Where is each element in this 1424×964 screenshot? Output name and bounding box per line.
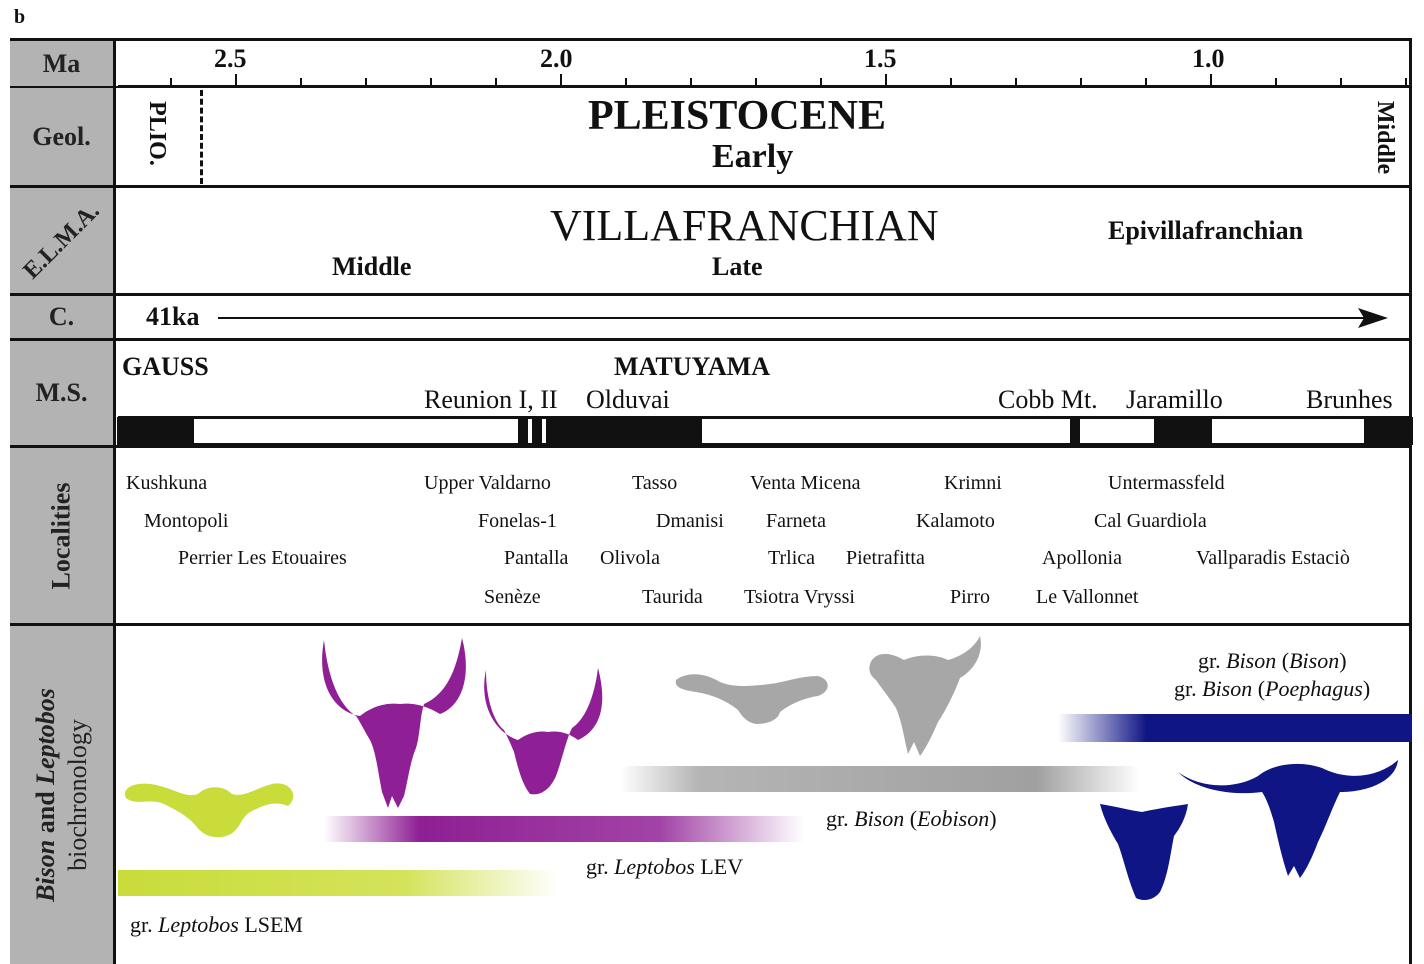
label-leptobos-lev: gr. Leptobos LEV (586, 854, 743, 880)
skull-lsem-icon (125, 783, 293, 837)
skull-bison-2-icon (1178, 760, 1398, 878)
label-leptobos-lsem: gr. Leptobos LSEM (130, 912, 303, 938)
skull-bison-1-icon (1100, 804, 1188, 900)
range-bar-eobison (620, 766, 1140, 792)
skull-eobison-1-icon (676, 674, 828, 724)
range-bar-bison (1058, 714, 1412, 742)
skull-eobison-2-icon (869, 636, 981, 756)
skull-lev-1-icon (322, 638, 466, 808)
skull-lev-2-icon (484, 668, 602, 794)
label-bison-poephagus: gr. Bison (Poephagus) (1174, 676, 1370, 702)
range-bar-lsem (118, 870, 558, 896)
label-bison-bison: gr. Bison (Bison) (1198, 648, 1347, 674)
label-bison-eobison: gr. Bison (Eobison) (826, 806, 997, 832)
range-bar-lev (324, 816, 804, 842)
